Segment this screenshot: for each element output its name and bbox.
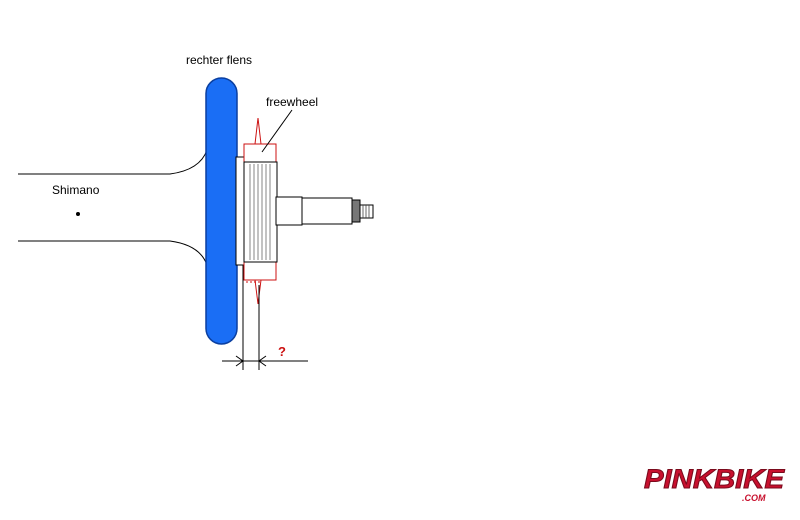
dimension-arrow-left (235, 355, 244, 367)
axle-thread (359, 204, 374, 219)
cog-tooth-top (254, 117, 262, 145)
unknown-dimension-label: ? (278, 344, 286, 359)
right-flange (205, 77, 238, 345)
cog-tooth-bottom (254, 279, 262, 305)
axle-collar (275, 196, 303, 226)
logo-brand: PINKBIKE (644, 464, 785, 494)
hub-body-bottom-line (18, 240, 208, 266)
freewheel-thread-lines (249, 164, 271, 260)
logo-suffix: .COM (742, 493, 766, 503)
axle-shaft (301, 197, 353, 225)
axle-nut (351, 199, 361, 223)
axle-thread-lines (362, 205, 370, 218)
hub-label: Shimano (52, 183, 100, 197)
spacer (235, 156, 245, 266)
freewheel-leader-line (261, 109, 293, 153)
pinkbike-logo: PINKBIKE .COM (644, 464, 786, 504)
hub-center-dot (76, 212, 80, 216)
right-flange-label: rechter flens (186, 53, 253, 67)
dimension-arrow-right (258, 355, 267, 367)
hub-body-top-line (18, 149, 208, 175)
freewheel-label: freewheel (266, 95, 319, 109)
freewheel-thread-block (243, 161, 278, 263)
